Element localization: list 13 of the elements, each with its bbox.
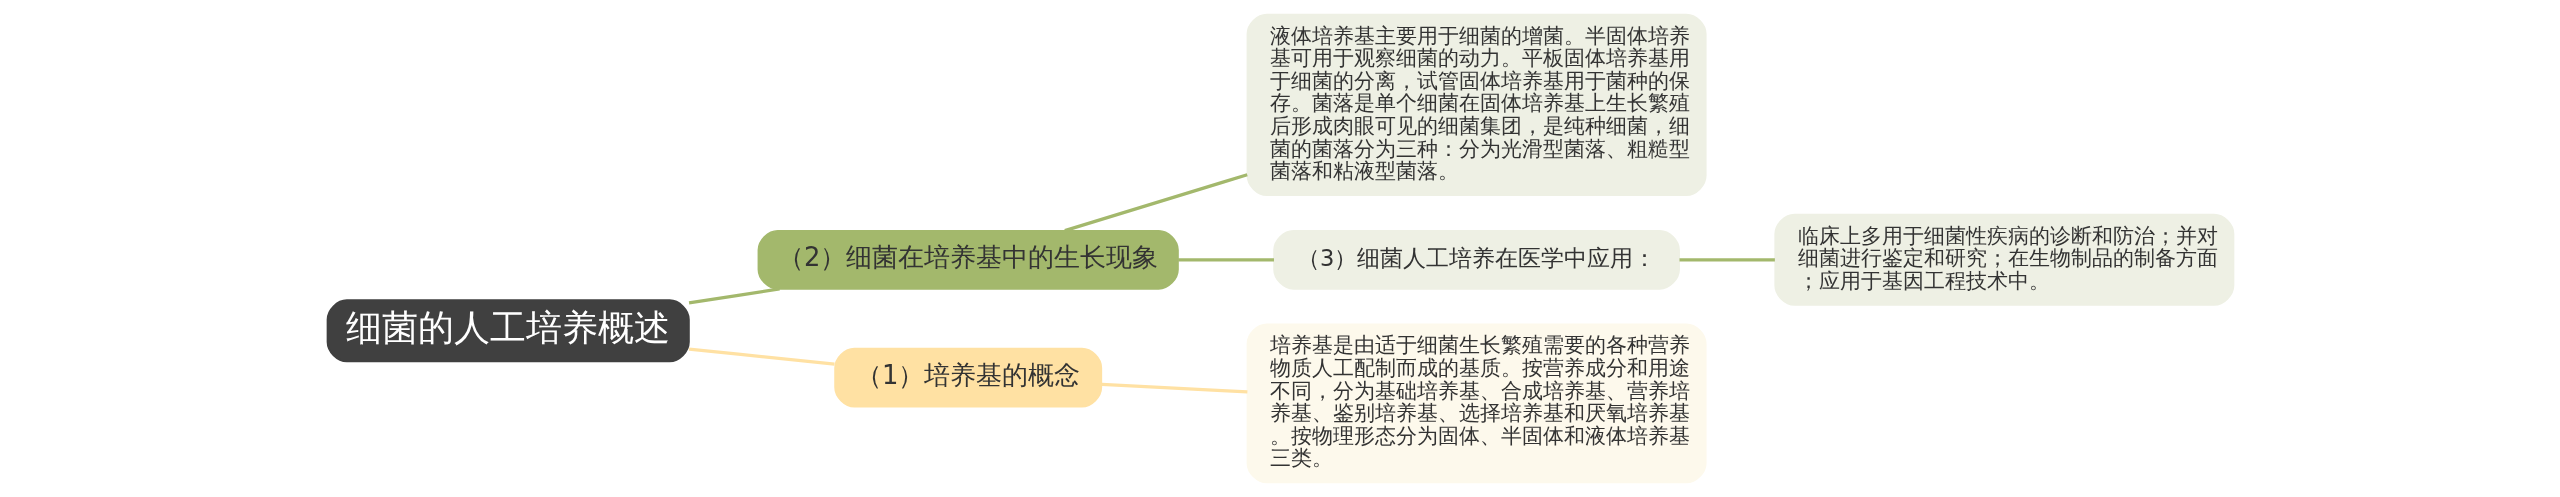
node-box: 液体培养基主要用于细菌的增菌。半固体培养基可用于观察细菌的动力。平板固体培养基用于细菌的分离，试管固体培养基用于菌种的保存。菌落是单个细菌在固体培养基上生长繁殖后形成肉眼可见的细菌集团，是纯种细菌，细菌的菌落分为三种：分为光滑型菌落、粗糙型菌落和粘液型菌落。 [1246, 13, 1707, 197]
node-box: （1）培养基的概念 [833, 347, 1102, 408]
connector [1679, 258, 1775, 262]
connector [1101, 382, 1247, 394]
connector [688, 287, 780, 305]
connector [1063, 173, 1248, 233]
node-box: 细菌的人工培养概述 [326, 299, 690, 363]
connector [688, 347, 835, 366]
node-box: （2）细菌在培养基中的生长现象 [757, 229, 1179, 290]
node-box: 临床上多用于细菌性疾病的诊断和防治；并对细菌进行鉴定和研究；在生物制品的制备方面；应用于基因工程技术中。 [1773, 213, 2234, 306]
node-box: （3）细菌人工培养在医学中应用： [1272, 229, 1680, 290]
node-box: 培养基是由适于细菌生长繁殖需要的各种营养物质人工配制而成的基质。按营养成分和用途不同，分为基础培养基、合成培养基、营养培养基、鉴别培养基、选择培养基和厌氧培养基。按物理形态分为固体、半固体和液体培养基三类。 [1246, 323, 1707, 484]
connector [1177, 258, 1274, 262]
